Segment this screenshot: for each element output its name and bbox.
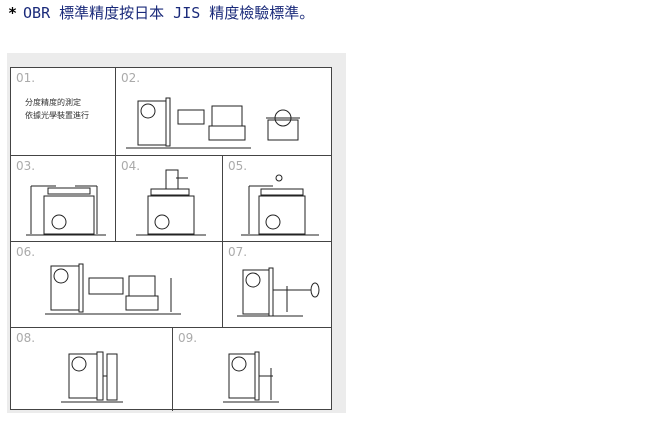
cell-03: 03. <box>11 156 116 242</box>
vertical-runout-drawing <box>61 351 123 403</box>
squareness-drawing <box>136 169 206 236</box>
cell-06: 06. <box>11 242 223 328</box>
cell-02: 02. <box>116 68 332 156</box>
centre-runout-drawing <box>45 263 181 315</box>
cell-number: 01. <box>16 71 36 85</box>
cell-01: 01. 分度精度的測定依據光學裝置進行 <box>11 68 116 156</box>
cell-05: 05. <box>223 156 332 242</box>
page-heading: * OBR 標準精度按日本 JIS 精度檢驗標準。 <box>8 2 314 23</box>
cell-number: 07. <box>228 245 248 259</box>
cell-number: 09. <box>178 331 198 345</box>
asterisk: * <box>8 4 18 22</box>
cell-number: 05. <box>228 159 248 173</box>
cell-08: 08. <box>11 328 173 411</box>
cell-number: 03. <box>16 159 36 173</box>
cell-note: 分度精度的測定依據光學裝置進行 <box>25 96 89 122</box>
cell-number: 04. <box>121 159 141 173</box>
face-runout-drawing <box>223 351 279 403</box>
heading-text: OBR 標準精度按日本 JIS 精度檢驗標準。 <box>23 4 315 22</box>
cell-number: 08. <box>16 331 36 345</box>
indexing-accuracy-drawing <box>126 97 300 149</box>
inspection-diagram-grid: 01. 分度精度的測定依據光學裝置進行 02. 03. 04. 05. 06. … <box>10 67 332 411</box>
cell-04: 04. <box>116 156 223 242</box>
note-line: 分度精度的測定 <box>25 98 81 107</box>
cell-number: 06. <box>16 245 36 259</box>
cell-09: 09. <box>173 328 332 411</box>
spindle-runout-drawing <box>237 267 320 317</box>
table-flatness-drawing <box>26 185 106 236</box>
cell-number: 02. <box>121 71 141 85</box>
note-line: 依據光學裝置進行 <box>25 111 89 120</box>
parallelism-drawing <box>241 174 319 236</box>
cell-07: 07. <box>223 242 332 328</box>
